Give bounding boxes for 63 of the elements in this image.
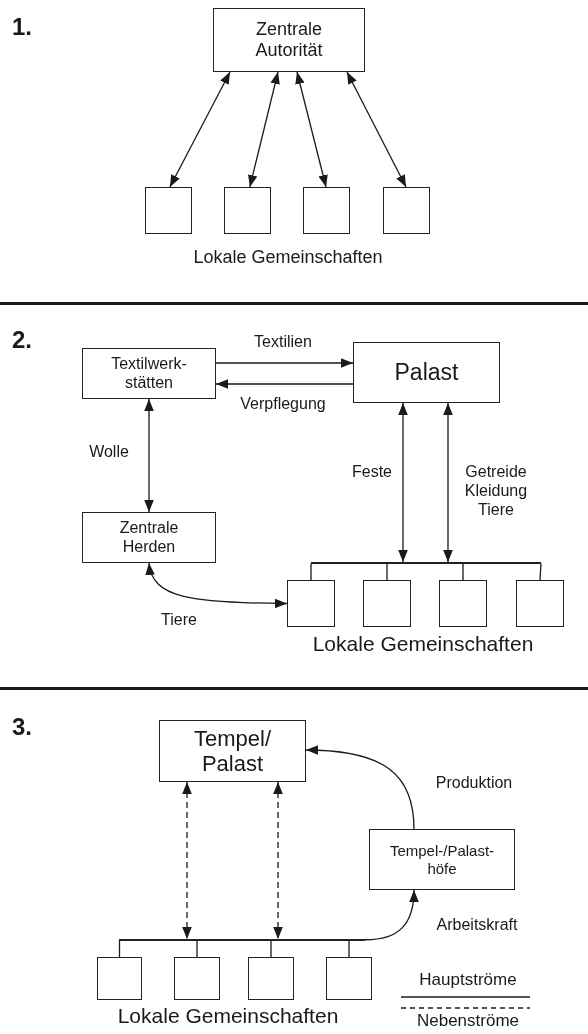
empty-box <box>439 580 487 627</box>
panel-number: 3. <box>12 714 32 741</box>
box-label: Zentrale Herden <box>118 519 180 556</box>
process-box <box>353 342 500 403</box>
empty-box <box>516 580 564 627</box>
arrow <box>146 562 288 609</box>
process-box <box>369 829 515 890</box>
box-label: Palast <box>394 359 459 386</box>
box-label: Zentrale Autorität <box>254 19 324 61</box>
connector-line <box>462 562 464 581</box>
box-label: Textilwerk- stätten <box>110 355 188 392</box>
empty-box <box>97 957 142 1000</box>
connector-line <box>348 939 350 958</box>
connector-line <box>386 562 388 581</box>
edge-label: Wolle <box>89 442 129 462</box>
empty-box <box>248 957 294 1000</box>
process-box <box>82 512 216 563</box>
box-label: Tempel-/Palast- höfe <box>388 842 496 877</box>
empty-box <box>174 957 220 1000</box>
connector-line <box>539 562 542 581</box>
arrow <box>305 745 415 830</box>
edge-label: Verpflegung <box>240 394 326 414</box>
empty-box <box>224 187 271 234</box>
box-label: Tempel/ Palast <box>192 725 272 777</box>
group-label: Lokale Gemeinschaften <box>117 1004 339 1028</box>
empty-box <box>363 580 411 627</box>
empty-box <box>383 187 430 234</box>
bus-line <box>119 939 365 941</box>
empty-box <box>145 187 192 234</box>
process-box <box>82 348 216 399</box>
edge-label: Arbeitskraft <box>436 915 518 935</box>
arrow <box>248 71 280 188</box>
connector-line <box>310 562 312 581</box>
group-label: Lokale Gemeinschaften <box>312 632 534 656</box>
group-label: Lokale Gemeinschaften <box>193 248 383 268</box>
arrow <box>364 889 419 941</box>
arrow <box>215 379 354 389</box>
panel-number: 2. <box>12 327 32 354</box>
edge-label: Produktion <box>435 773 513 793</box>
edge-label: Getreide Kleidung Tiere <box>463 462 529 520</box>
edge-label: Feste <box>352 462 392 482</box>
arrow <box>398 402 408 563</box>
edge-label: Tiere <box>161 610 197 630</box>
arrow <box>295 71 328 188</box>
empty-box <box>303 187 350 234</box>
empty-box <box>287 580 335 627</box>
process-box <box>159 720 306 782</box>
edge-label: Textilien <box>254 332 312 352</box>
legend-label: Nebenströme <box>416 1011 520 1031</box>
arrow <box>169 71 231 188</box>
connector-line <box>270 939 272 958</box>
arrow <box>346 71 407 188</box>
arrow <box>144 398 154 513</box>
process-box <box>213 8 365 72</box>
bus-line <box>311 562 541 564</box>
arrow <box>273 781 283 940</box>
empty-box <box>326 957 372 1000</box>
arrow <box>182 781 192 940</box>
connector-line <box>196 939 198 958</box>
panel-number: 1. <box>12 14 32 41</box>
arrow <box>215 358 354 368</box>
arrow <box>443 402 453 563</box>
legend-label: Hauptströme <box>419 970 517 990</box>
